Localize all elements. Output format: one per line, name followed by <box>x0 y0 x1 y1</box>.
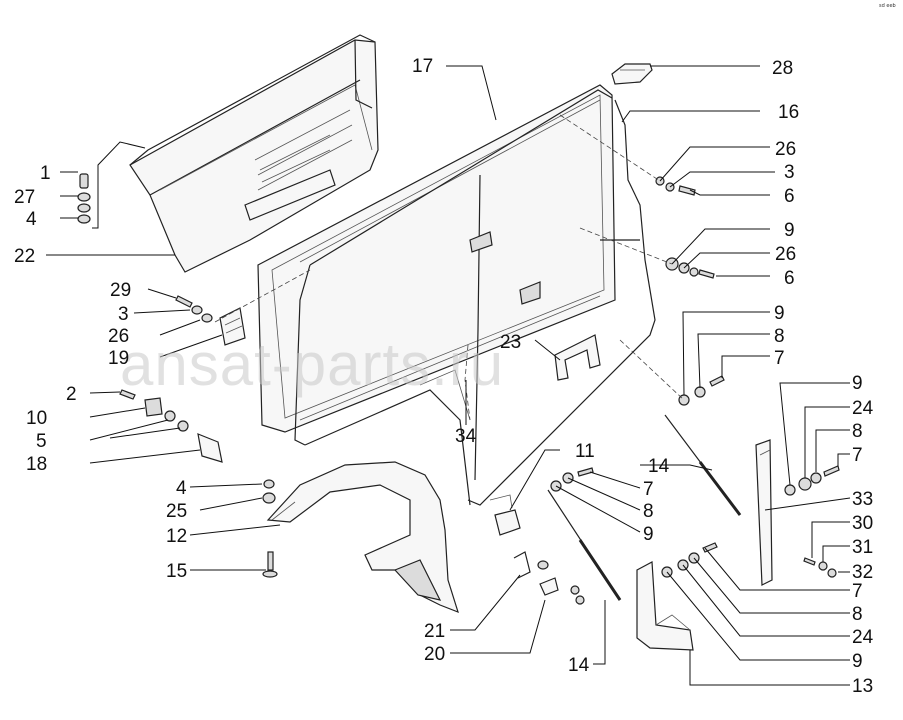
callout-3: 3 <box>118 304 129 325</box>
callout-21: 21 <box>424 621 445 642</box>
callout-30: 30 <box>852 513 873 534</box>
callout-9: 9 <box>774 303 785 324</box>
callout-7: 7 <box>643 479 654 500</box>
cable-34 <box>464 344 471 421</box>
callout-31: 31 <box>852 537 873 558</box>
leader-lines <box>46 65 851 686</box>
callout-14: 14 <box>568 655 590 676</box>
callout-8: 8 <box>852 421 863 442</box>
callout-26: 26 <box>775 244 796 265</box>
washers-5 <box>164 410 189 432</box>
callout-8: 8 <box>643 501 654 522</box>
callout-7: 7 <box>852 581 863 602</box>
callout-11: 11 <box>575 441 595 462</box>
clip-21 <box>513 551 549 579</box>
callout-22: 22 <box>14 246 35 267</box>
handle-23 <box>554 334 601 381</box>
bolt-stack-9-24-8-7 <box>784 465 840 496</box>
callout-8: 8 <box>852 604 863 625</box>
callout-1: 1 <box>40 163 51 184</box>
hood-panel-22 <box>129 34 379 273</box>
bolt-stack-9-8-7-right <box>678 375 725 406</box>
callout-labels: 17 28 16 26 3 6 9 26 6 9 8 7 9 24 8 7 33… <box>14 56 874 697</box>
bolt-stack-9-26-6-lower <box>665 257 715 279</box>
bushing-10 <box>144 397 163 417</box>
callout-10: 10 <box>26 408 47 429</box>
bolt-stack-26-3-6-upper <box>655 176 696 196</box>
callout-4: 4 <box>26 209 37 230</box>
callout-29: 29 <box>110 280 131 301</box>
assembly-lines <box>214 114 685 401</box>
bracket-28 <box>611 63 653 85</box>
callout-7: 7 <box>852 445 863 466</box>
callout-15: 15 <box>166 561 187 582</box>
callout-18: 18 <box>26 454 47 475</box>
callout-2: 2 <box>66 384 77 405</box>
callout-23: 23 <box>500 332 521 353</box>
callout-33: 33 <box>852 489 873 510</box>
callout-27: 27 <box>14 187 35 208</box>
plate-18 <box>197 433 223 463</box>
window-frame-17 <box>257 84 616 433</box>
gas-strut-14b <box>664 414 742 516</box>
callout-9: 9 <box>852 373 863 394</box>
callout-20: 20 <box>424 644 445 665</box>
callout-28: 28 <box>772 58 793 79</box>
bracket-13 <box>636 561 694 651</box>
callout-6: 6 <box>784 186 795 207</box>
clip-20 <box>539 577 585 605</box>
callout-24: 24 <box>852 627 874 648</box>
callout-26: 26 <box>775 139 796 160</box>
watermark-text: ansat-parts.ru <box>120 331 504 398</box>
callout-12: 12 <box>166 526 187 547</box>
callout-16: 16 <box>778 102 799 123</box>
corner-code: sd eeb <box>879 3 896 9</box>
callout-9: 9 <box>784 220 795 241</box>
fastener-2 <box>119 389 136 400</box>
hinge-19 <box>219 307 246 346</box>
callout-17: 17 <box>412 56 433 77</box>
gas-strut-14a <box>547 489 622 601</box>
callout-14: 14 <box>648 456 670 477</box>
callout-25: 25 <box>166 501 187 522</box>
callout-9: 9 <box>852 651 863 672</box>
callout-5: 5 <box>36 431 47 452</box>
nut-4-25 <box>262 479 276 504</box>
callout-13: 13 <box>852 676 873 697</box>
callout-7: 7 <box>774 348 785 369</box>
bolt-stack-1-27-4 <box>77 173 91 224</box>
fender-12 <box>266 461 459 614</box>
callout-4: 4 <box>176 478 187 499</box>
callout-9: 9 <box>643 524 654 545</box>
callout-8: 8 <box>774 326 785 347</box>
latch-11 <box>489 494 521 536</box>
callout-24: 24 <box>852 398 874 419</box>
bolt-stack-29-3-26 <box>175 295 213 323</box>
callout-19: 19 <box>108 348 129 369</box>
bolt-15 <box>262 551 278 578</box>
bolt-stack-30-31-32 <box>803 557 837 578</box>
callout-26: 26 <box>108 326 129 347</box>
callout-32: 32 <box>852 562 873 583</box>
callout-3: 3 <box>784 162 795 183</box>
tube-frame-16 <box>294 89 656 506</box>
strap-33 <box>755 439 773 586</box>
callout-34: 34 <box>455 426 477 447</box>
bolt-stack-7-8-24-9 <box>661 542 718 578</box>
callout-6: 6 <box>784 268 795 289</box>
